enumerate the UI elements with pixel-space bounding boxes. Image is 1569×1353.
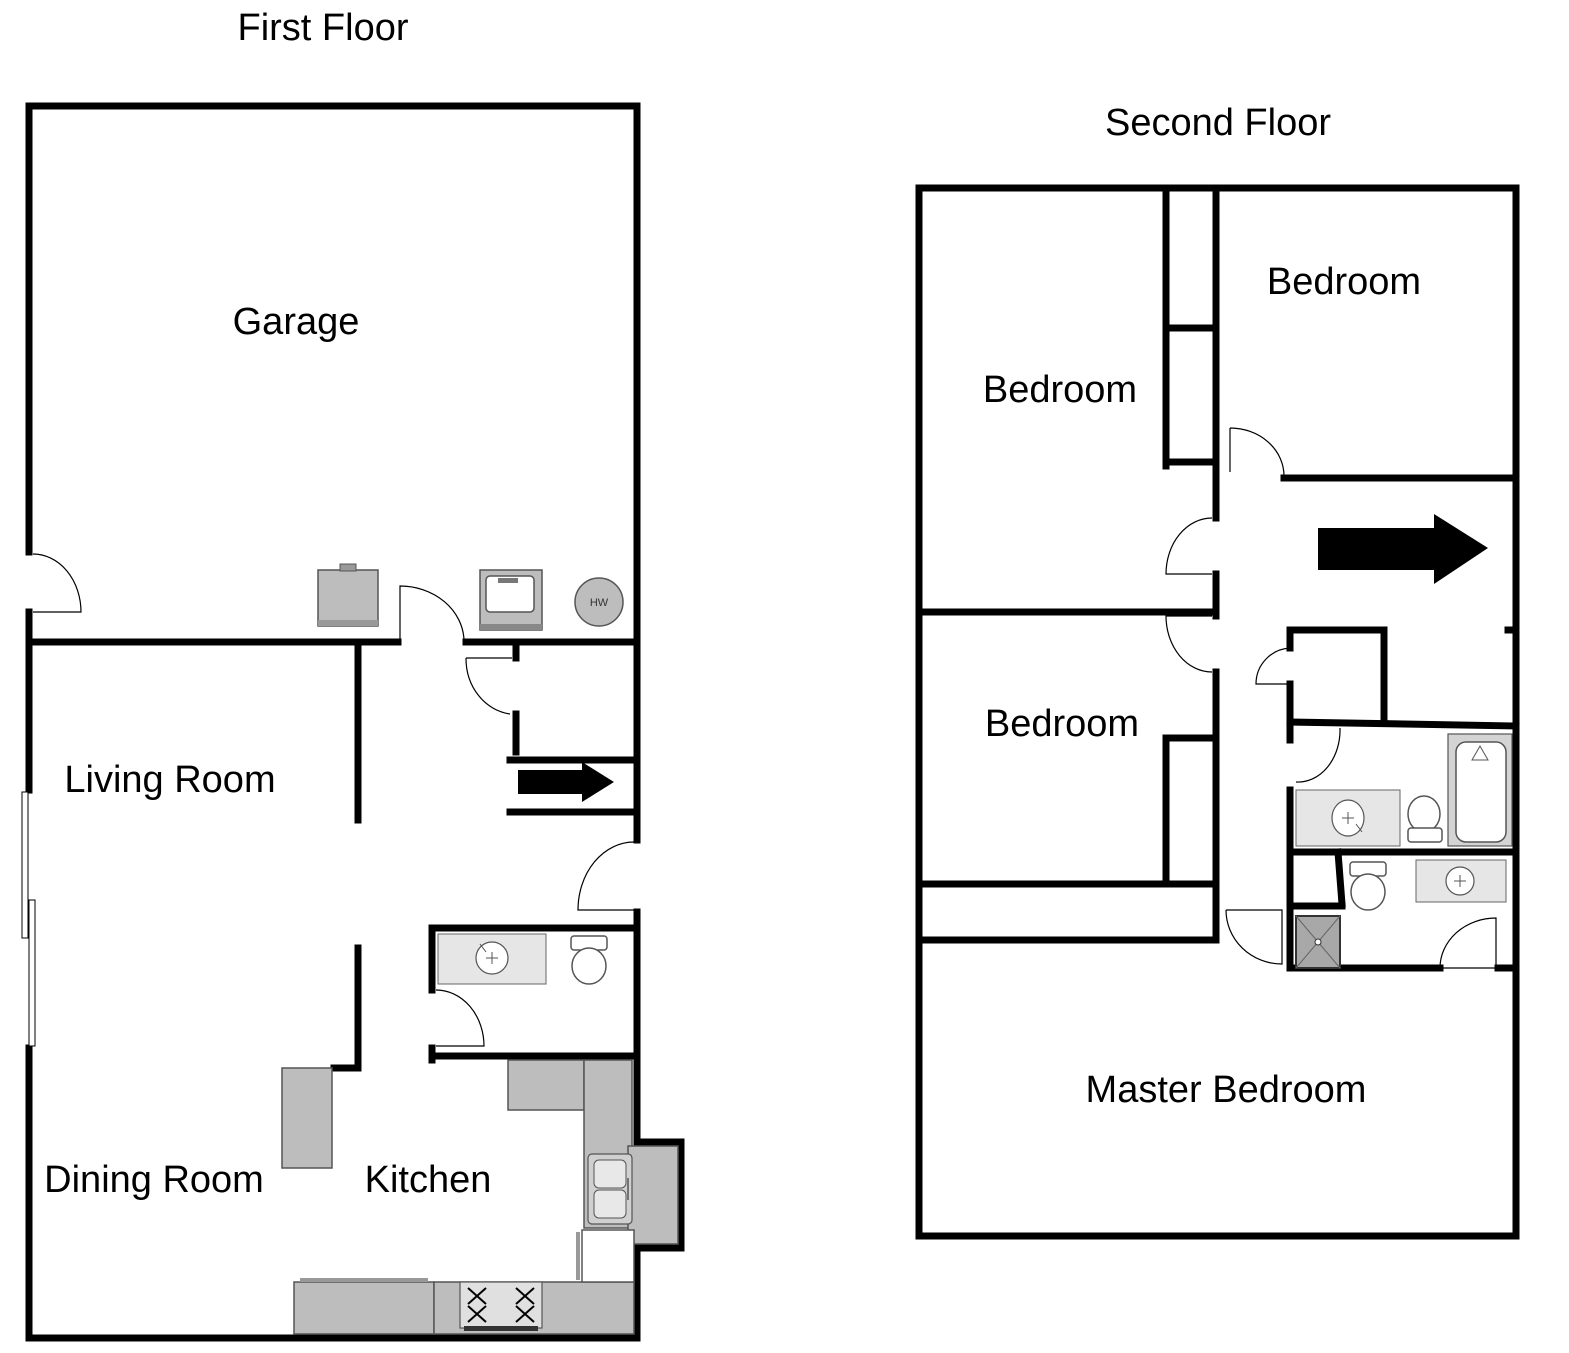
- second-floor-title: Second Floor: [1105, 102, 1331, 144]
- kitchen-sink-icon: [587, 1153, 633, 1225]
- room-label-dining-room: Dining Room: [44, 1159, 264, 1201]
- hall-bath-toilet-icon: [1407, 795, 1443, 843]
- master-bath-toilet-icon: [1349, 861, 1387, 911]
- sliding-door: [21, 791, 36, 1047]
- room-label-living-room: Living Room: [64, 759, 275, 801]
- water-heater-icon: HW: [574, 577, 624, 627]
- first-floor-doors: [32, 553, 635, 1047]
- hall-bath-sink-icon: [1295, 789, 1401, 847]
- room-label-garage: Garage: [233, 301, 360, 343]
- refrigerator-icon: [576, 1229, 635, 1283]
- room-label-master-bedroom: Master Bedroom: [1086, 1069, 1367, 1111]
- stove-icon: [459, 1281, 543, 1331]
- dryer-icon: [479, 569, 543, 631]
- room-label-bedroom-top-right: Bedroom: [1267, 261, 1421, 303]
- room-label-kitchen: Kitchen: [365, 1159, 492, 1201]
- second-floor-walls: [915, 184, 1520, 1240]
- stairs-arrow-icon: [518, 762, 614, 802]
- powder-room-toilet-icon: [570, 935, 608, 985]
- water-heater-label: HW: [590, 597, 609, 609]
- bathtub-icon: [1447, 733, 1513, 847]
- room-label-bedroom-middle: Bedroom: [985, 703, 1139, 745]
- powder-room-sink-icon: [437, 933, 547, 985]
- second-floor-doors: [1165, 427, 1497, 969]
- room-label-bedroom-top-left: Bedroom: [983, 369, 1137, 411]
- first-floor-walls: [25, 102, 685, 1342]
- first-floor-title: First Floor: [238, 7, 409, 49]
- shower-icon: [1295, 915, 1341, 969]
- master-bath-sink-icon: [1415, 859, 1507, 903]
- washer-icon: [317, 563, 379, 627]
- stairs-arrow-icon-2: [1318, 514, 1488, 584]
